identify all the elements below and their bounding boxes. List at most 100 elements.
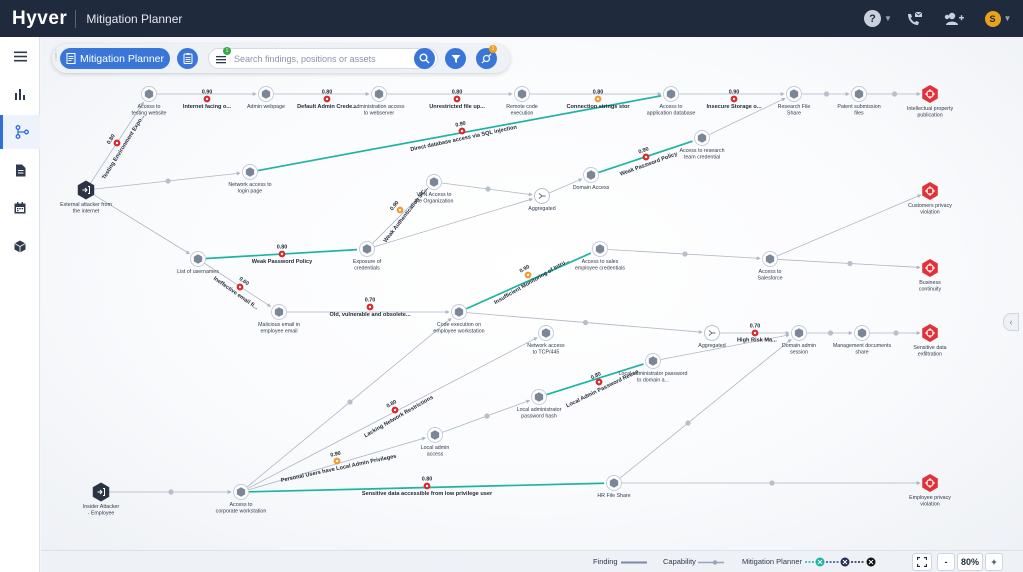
edge-junction-dot	[685, 420, 691, 426]
side-panel-toggle[interactable]: ‹	[1003, 313, 1019, 331]
graph-edge[interactable]	[546, 363, 644, 396]
sidebar-item-menu[interactable]	[0, 39, 40, 73]
graph-node-users[interactable]: List of usernames	[177, 251, 219, 276]
sidebar-item-reports[interactable]	[0, 153, 40, 187]
graph-edge[interactable]	[777, 194, 922, 257]
sidebar-item-dashboard[interactable]	[0, 77, 40, 111]
finding-score: 0.80	[322, 90, 333, 96]
node-label: Patent submission	[837, 104, 880, 110]
graph-edge[interactable]	[549, 178, 583, 194]
graph-node-ins[interactable]: Insider Attacker- Employee	[83, 482, 120, 517]
crosshair-lines	[925, 478, 935, 488]
integrations-button[interactable]	[476, 48, 497, 69]
phone-mail-button[interactable]	[900, 0, 928, 37]
graph-edge[interactable]	[709, 97, 786, 135]
graph-node-agg2[interactable]: Aggregated	[698, 325, 726, 350]
help-menu-button[interactable]: ? ▼	[862, 0, 894, 37]
graph-edge[interactable]	[247, 337, 538, 489]
document-icon	[15, 164, 25, 176]
plan-list-button[interactable]	[177, 48, 198, 69]
crosshair-lines	[925, 89, 935, 99]
graph-node-admweb[interactable]: Admin webpage	[247, 86, 285, 111]
finding-label: Internet facing o...	[183, 104, 232, 110]
user-avatar-menu[interactable]: S ▼	[982, 0, 1014, 37]
graph-edge[interactable]	[372, 188, 428, 244]
edge-junction-dot	[165, 178, 171, 184]
graph-edge[interactable]	[465, 252, 592, 310]
sidebar-item-assets[interactable]	[0, 229, 40, 263]
graph-edge[interactable]	[660, 333, 790, 360]
graph-edge[interactable]	[374, 197, 534, 248]
filter-button[interactable]	[445, 48, 466, 69]
zoom-out-button[interactable]: -	[937, 553, 955, 571]
sidebar-item-calendar[interactable]	[0, 191, 40, 225]
sidebar-item-attack-graph[interactable]	[0, 115, 40, 149]
crosshair-lines	[925, 328, 935, 338]
mitigation-planner-button[interactable]: Mitigation Planner	[60, 48, 170, 69]
zoom-in-button[interactable]: +	[985, 553, 1003, 571]
search-input[interactable]	[234, 51, 414, 67]
finding-score: 0.90	[202, 90, 213, 96]
hyver-logo[interactable]: Hyver	[12, 7, 68, 29]
graph-node-hrfs[interactable]: HR File Share	[597, 475, 631, 500]
search-button[interactable]	[414, 48, 435, 69]
finding-score: 0.90	[638, 146, 650, 155]
add-user-button[interactable]	[940, 0, 968, 37]
drag-handle[interactable]: ⋮⋮	[52, 49, 60, 62]
graph-node-domain[interactable]: Domain Access	[573, 167, 610, 192]
fit-screen-button[interactable]	[912, 553, 932, 571]
findings-list-icon[interactable]	[215, 52, 229, 66]
plug-icon	[481, 53, 492, 64]
graph-edge[interactable]	[92, 193, 191, 255]
graph-edge[interactable]	[619, 338, 792, 479]
graph-node-agg1[interactable]: Aggregated	[528, 188, 556, 213]
